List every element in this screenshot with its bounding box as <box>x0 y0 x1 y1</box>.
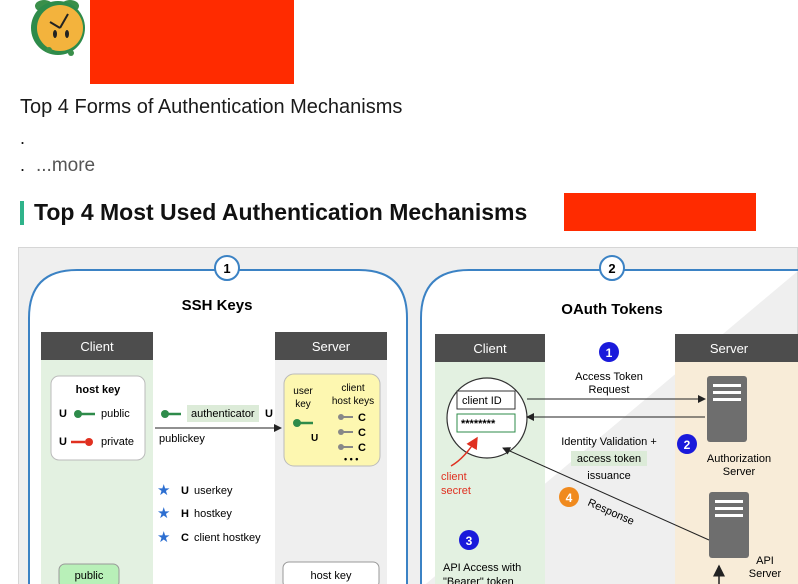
api-server-label: API <box>756 555 774 567</box>
text-dot: . <box>20 155 26 175</box>
panel-title: SSH Keys <box>182 297 253 314</box>
user-key-label: key <box>295 399 311 410</box>
step-badge: 3 <box>466 534 473 548</box>
legend-letter: C <box>181 532 189 544</box>
host-key-title: host key <box>76 384 122 396</box>
identity-label: Identity Validation + <box>561 436 657 448</box>
text-dot: . <box>20 128 26 148</box>
client-secret-label: client <box>441 471 467 483</box>
auth-server-label: Server <box>723 466 756 478</box>
access-token-label: Access Token <box>575 371 643 383</box>
c-label: C <box>358 427 366 439</box>
public-box-label: public <box>75 570 104 582</box>
green-key-icon <box>74 410 95 418</box>
legend-text: hostkey <box>194 508 232 520</box>
host-key-box-label: host key <box>311 570 352 582</box>
server-label: Server <box>312 339 351 354</box>
ssh-keys-panel: 1 SSH Keys Client Server host key U publ… <box>28 255 408 584</box>
more-dots: • • • <box>344 454 358 464</box>
alarm-clock-icon <box>31 0 85 56</box>
publickey-label: publickey <box>159 433 205 445</box>
step-badge: 2 <box>684 438 691 452</box>
accent-bar <box>20 201 24 225</box>
identity-label: access token <box>577 453 641 465</box>
server-label: Server <box>710 341 749 356</box>
private-label: private <box>101 436 134 448</box>
panel-number: 1 <box>223 261 230 276</box>
client-id-field: client ID <box>462 395 502 407</box>
red-key-icon <box>71 438 93 446</box>
auth-diagram: 1 SSH Keys Client Server host key U publ… <box>18 247 798 584</box>
api-access-label: API Access with <box>443 562 521 574</box>
legend-letter: U <box>181 485 189 497</box>
panel-number: 2 <box>608 261 615 276</box>
redacted-block <box>564 193 756 231</box>
response-label: Response <box>586 497 636 528</box>
step-badge: 1 <box>606 346 613 360</box>
legend-text: client hostkey <box>194 532 261 544</box>
oauth-tokens-panel: 2 OAuth Tokens Client Server client ID *… <box>420 255 798 584</box>
user-key-label: user <box>293 386 313 397</box>
client-label: Client <box>80 339 114 354</box>
green-key-icon <box>161 410 181 418</box>
auth-server-label: Authorization <box>707 453 771 465</box>
client-secret-label: secret <box>441 485 471 497</box>
api-access-label: "Bearer" token <box>443 576 514 584</box>
star-icon: ★ <box>157 529 170 546</box>
redacted-block <box>90 0 294 84</box>
panel-title: OAuth Tokens <box>561 301 662 318</box>
legend-text: userkey <box>194 485 233 497</box>
u-label: U <box>59 436 67 448</box>
client-label: Client <box>473 341 507 356</box>
grey-key-icon <box>338 429 353 435</box>
post-image[interactable]: Top 4 Most Used Authentication Mechanism… <box>0 185 798 584</box>
legend-letter: H <box>181 508 189 520</box>
star-icon: ★ <box>157 505 170 522</box>
c-label: C <box>358 412 366 424</box>
post-title: Top 4 Forms of Authentication Mechanisms <box>20 96 403 118</box>
client-secret-field: ******** <box>461 418 496 430</box>
avatar[interactable] <box>24 0 88 58</box>
identity-label: issuance <box>587 470 630 482</box>
star-icon: ★ <box>157 482 170 499</box>
access-token-label: Request <box>589 384 630 396</box>
u-label: U <box>59 408 67 420</box>
grey-key-icon <box>338 414 353 420</box>
step-badge: 4 <box>566 491 573 505</box>
client-host-keys-label: host keys <box>332 396 374 407</box>
c-label: C <box>358 442 366 454</box>
public-label: public <box>101 408 130 420</box>
u-label: U <box>311 433 318 444</box>
grey-key-icon <box>338 444 353 450</box>
authenticator-label: authenticator <box>191 408 255 420</box>
image-heading: Top 4 Most Used Authentication Mechanism… <box>34 199 528 225</box>
client-host-keys-label: client <box>341 383 365 394</box>
green-key-icon <box>293 419 313 427</box>
u-label: U <box>265 408 273 420</box>
more-link[interactable]: ...more <box>36 155 96 176</box>
api-server-label: Server <box>749 568 782 580</box>
